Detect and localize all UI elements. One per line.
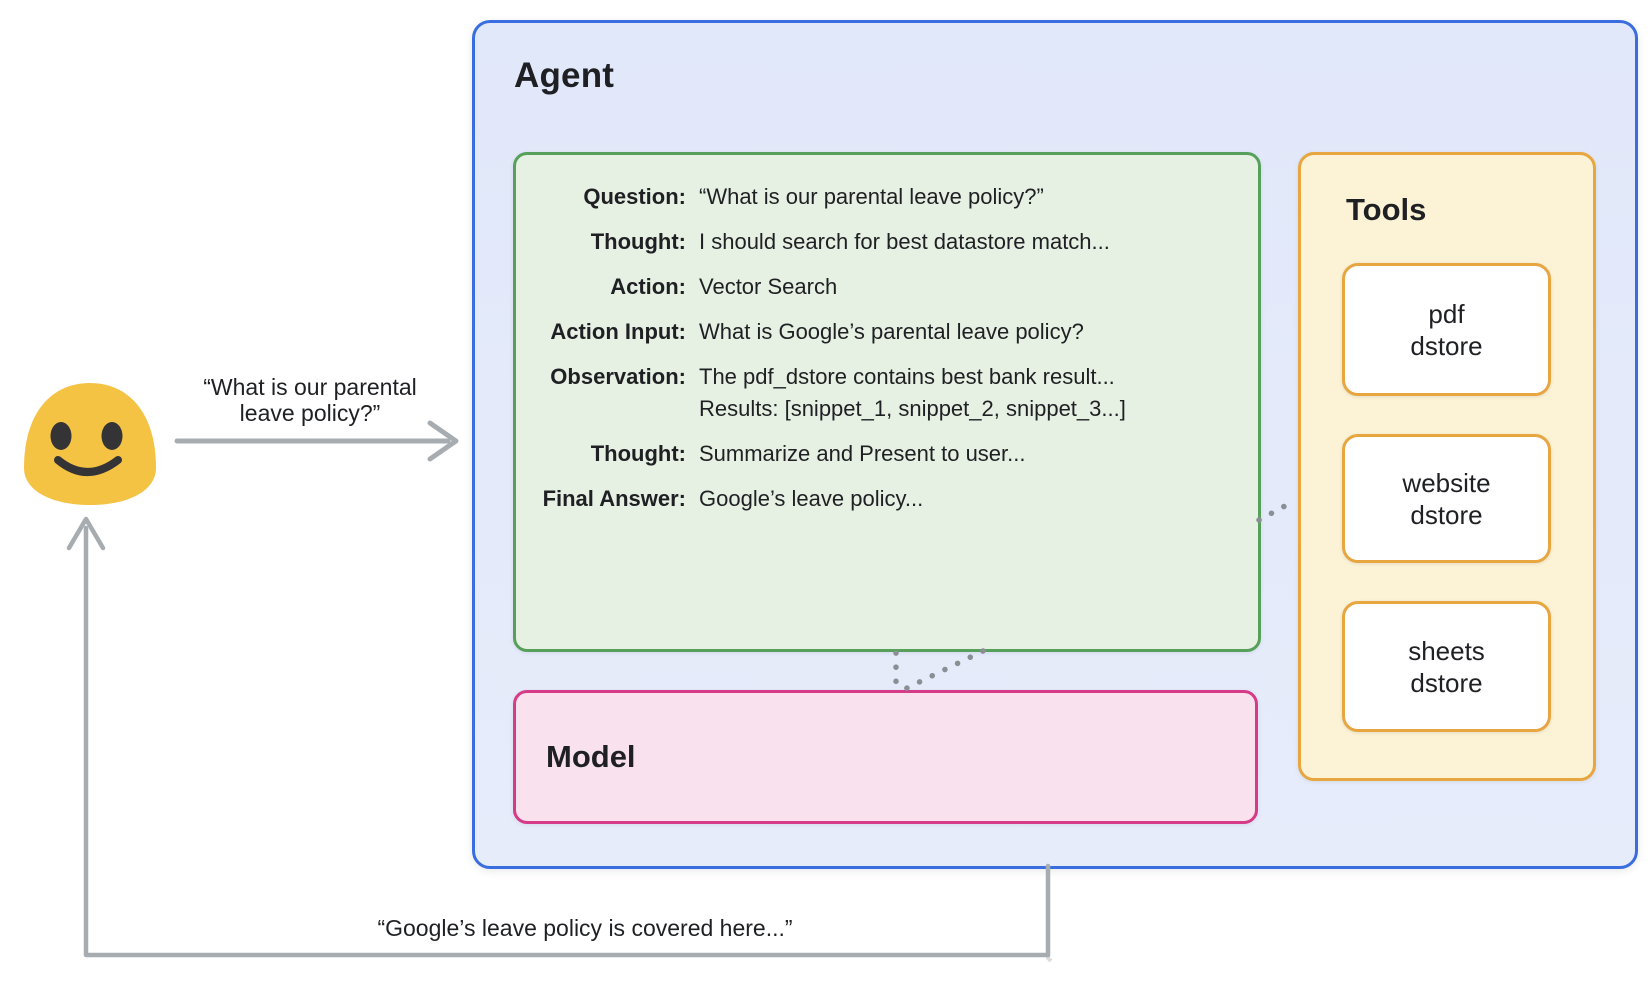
agent-title: Agent xyxy=(514,56,615,95)
trace-label: Action Input: xyxy=(550,319,686,344)
trace-row-question: Question: “What is our parental leave po… xyxy=(516,183,1244,210)
tool-label-line: sheets xyxy=(1408,635,1485,666)
trace-row-action-input: Action Input: What is Google’s parental … xyxy=(516,318,1244,345)
emoji-left-eye xyxy=(50,422,72,450)
trace-value: What is Google’s parental leave policy? xyxy=(699,319,1084,344)
trace-value: “What is our parental leave policy?” xyxy=(699,184,1044,209)
user-query-line-1: “What is our parental xyxy=(203,374,417,400)
trace-value: Google’s leave policy... xyxy=(699,486,924,511)
tool-label-line: dstore xyxy=(1410,330,1483,361)
tool-label-line: pdf xyxy=(1428,298,1465,329)
trace-label: Thought: xyxy=(590,441,686,466)
trace-label: Question: xyxy=(583,184,686,209)
return-line-shadow xyxy=(1046,866,1053,963)
trace-row-final-answer: Final Answer: Google’s leave policy... xyxy=(516,485,1244,512)
tool-label-line: dstore xyxy=(1410,499,1483,530)
trace-value: I should search for best datastore match… xyxy=(699,229,1110,254)
trace-row-action: Action: Vector Search xyxy=(516,273,1244,300)
trace-row-thought-2: Thought: Summarize and Present to user..… xyxy=(516,440,1244,467)
user-to-agent-arrow xyxy=(174,420,459,462)
tool-label-line: dstore xyxy=(1410,667,1483,698)
trace-label: Observation: xyxy=(550,364,686,389)
trace-value: The pdf_dstore contains best bank result… xyxy=(699,363,1126,422)
observation-line-1: The pdf_dstore contains best bank result… xyxy=(699,364,1115,389)
trace-value: Vector Search xyxy=(699,274,838,299)
smiling-blob-emoji-icon xyxy=(24,383,156,505)
emoji-right-eye xyxy=(101,422,123,450)
user-query-line-2: leave policy?” xyxy=(239,400,381,426)
model-box: Model xyxy=(513,690,1258,824)
model-title: Model xyxy=(546,739,636,774)
trace-label: Final Answer: xyxy=(542,486,686,511)
trace-label: Action: xyxy=(610,274,686,299)
agent-response-label: “Google’s leave policy is covered here..… xyxy=(377,915,793,941)
tool-card-pdf-dstore: pdf dstore xyxy=(1342,263,1551,396)
trace-row-thought-1: Thought: I should search for best datast… xyxy=(516,228,1244,255)
trace-rows: Question: “What is our parental leave po… xyxy=(516,183,1244,512)
react-trace-box: Question: “What is our parental leave po… xyxy=(513,152,1261,652)
trace-row-observation: Observation: The pdf_dstore contains bes… xyxy=(516,363,1244,422)
trace-label: Thought: xyxy=(590,229,686,254)
tool-label-line: website xyxy=(1402,467,1491,498)
tools-title: Tools xyxy=(1346,192,1427,227)
emoji-smile xyxy=(54,456,122,476)
emoji-face xyxy=(24,383,156,505)
tool-card-website-dstore: website dstore xyxy=(1342,434,1551,563)
trace-value: Summarize and Present to user... xyxy=(699,441,1026,466)
observation-line-2: Results: [snippet_1, snippet_2, snippet_… xyxy=(699,396,1126,421)
tool-card-sheets-dstore: sheets dstore xyxy=(1342,601,1551,732)
user-query-label: “What is our parental leave policy?” xyxy=(166,374,454,426)
